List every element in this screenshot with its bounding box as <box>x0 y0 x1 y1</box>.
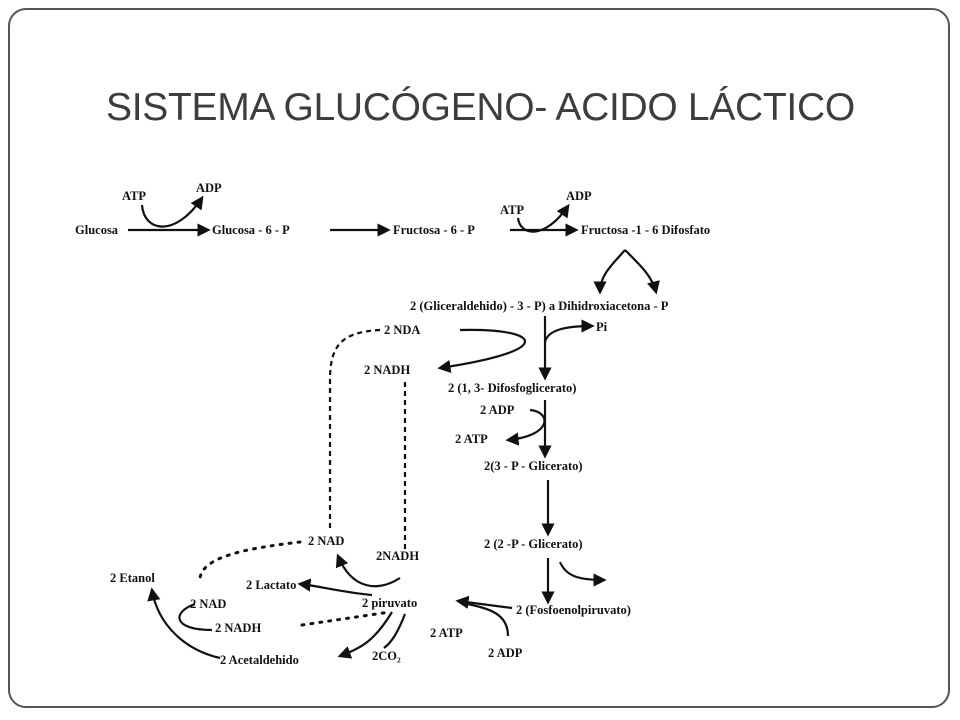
atp-label-2: ATP <box>500 203 524 217</box>
glicerato-2p-label: 2 (2 -P - Glicerato) <box>484 537 583 551</box>
acetaldehido-label: 2 Acetaldehido <box>220 653 299 667</box>
adp-label-2: ADP <box>566 189 592 203</box>
fructosa-6p-label: Fructosa - 6 - P <box>393 223 475 237</box>
atp-label-1: ATP <box>122 189 146 203</box>
nadh-label-2: 2NADH <box>376 549 419 563</box>
arrow-nad-nadh-etanol <box>178 602 213 632</box>
arrow-piruvato-to-lactato <box>297 578 373 597</box>
arrow-piruvato-to-acetaldehido <box>337 611 393 659</box>
slide-title: SISTEMA GLUCÓGENO- ACIDO LÁCTICO <box>106 86 855 129</box>
difosfoglicerato-label: 2 (1, 3- Difosfoglicerato) <box>448 381 576 395</box>
arrow-adp-to-atp-3 <box>505 408 546 446</box>
adp-label-3: 2 ADP <box>480 403 515 417</box>
arrow-acetaldehido-to-etanol <box>147 587 221 660</box>
dashed-nda-loop <box>328 328 381 532</box>
nad-label-1: 2 NAD <box>308 534 344 548</box>
nadh-label-1: 2 NADH <box>364 363 410 377</box>
adp-label-1: ADP <box>196 181 222 195</box>
etanol-label: 2 Etanol <box>110 571 155 585</box>
dotted-nadh-piruvato <box>300 610 392 627</box>
glucosa-label: Glucosa <box>75 223 119 237</box>
atp-label-4: 2 ATP <box>430 626 463 640</box>
arrow-nda-to-nadh <box>437 328 527 373</box>
arrow-split-right <box>624 249 660 295</box>
arrow-adp-to-atp-4 <box>461 601 510 637</box>
atp-label-3: 2 ATP <box>455 432 488 446</box>
arrow-atp-to-adp-2 <box>516 203 570 233</box>
arrow-to-pi <box>543 319 595 343</box>
arrow-side-out <box>558 561 607 587</box>
glicerato-3p-label: 2(3 - P - Glicerato) <box>484 459 583 473</box>
fosfoenolpiruvato-label: 2 (Fosfoenolpiruvato) <box>516 603 631 617</box>
arrow-pep-to-piruvato <box>455 595 513 610</box>
fructosa-16-label: Fructosa -1 - 6 Difosfato <box>581 223 710 237</box>
dotted-nad-etanol <box>198 540 302 582</box>
adp-label-4: 2 ADP <box>488 646 523 660</box>
arrow-split-left <box>593 249 626 295</box>
nadh-label-3: 2 NADH <box>215 621 261 635</box>
gliceraldehido-label: 2 (Gliceraldehido) - 3 - P) a Dihidroxia… <box>410 299 669 313</box>
glucosa-6p-label: Glucosa - 6 - P <box>212 223 290 237</box>
piruvato-label: 2 piruvato <box>362 596 417 610</box>
arrow-co2-out <box>383 613 407 649</box>
arrow-atp-to-adp-1 <box>140 195 204 228</box>
arrow-nad-nadh-lactato <box>335 553 401 588</box>
pi-label: Pi <box>596 320 608 334</box>
co2-label: 2CO₂ <box>372 649 401 663</box>
nda-label: 2 NDA <box>384 323 420 337</box>
nad-label-2: 2 NAD <box>190 597 226 611</box>
slide-frame <box>8 8 950 708</box>
lactato-label: 2 Lactato <box>246 578 296 592</box>
